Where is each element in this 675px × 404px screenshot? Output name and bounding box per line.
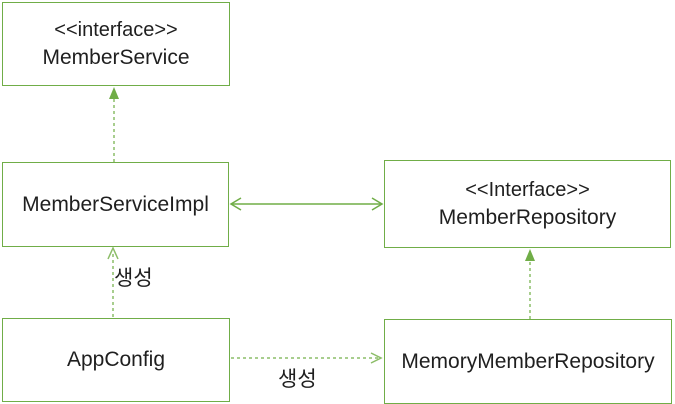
create-label-horizontal: 생성 [278, 368, 317, 391]
node-name: MemoryMemberRepository [401, 349, 655, 373]
create-arrowhead-up-icon [107, 246, 119, 260]
node-member-service-impl: MemberServiceImpl [2, 162, 229, 247]
realization-arrowhead-icon [109, 87, 119, 99]
association-left-arrowhead-icon [229, 197, 242, 211]
node-stereotype: <<Interface>> [465, 179, 590, 201]
node-app-config: AppConfig [2, 318, 230, 402]
create-arrowhead-right-icon [370, 352, 383, 364]
association-right-arrowhead-icon [371, 197, 384, 211]
realization-arrowhead-icon [525, 249, 535, 261]
node-member-repository: <<Interface>> MemberRepository [384, 160, 671, 248]
node-name: MemberService [42, 46, 190, 69]
create-label-vertical: 생성 [114, 267, 153, 290]
node-memory-member-repository: MemoryMemberRepository [384, 319, 672, 404]
node-name: MemberRepository [438, 206, 617, 229]
node-member-service: <<interface>> MemberService [2, 2, 230, 86]
node-name: AppConfig [66, 348, 166, 371]
node-stereotype: <<interface>> [54, 19, 178, 41]
node-name: MemberServiceImpl [22, 192, 209, 216]
